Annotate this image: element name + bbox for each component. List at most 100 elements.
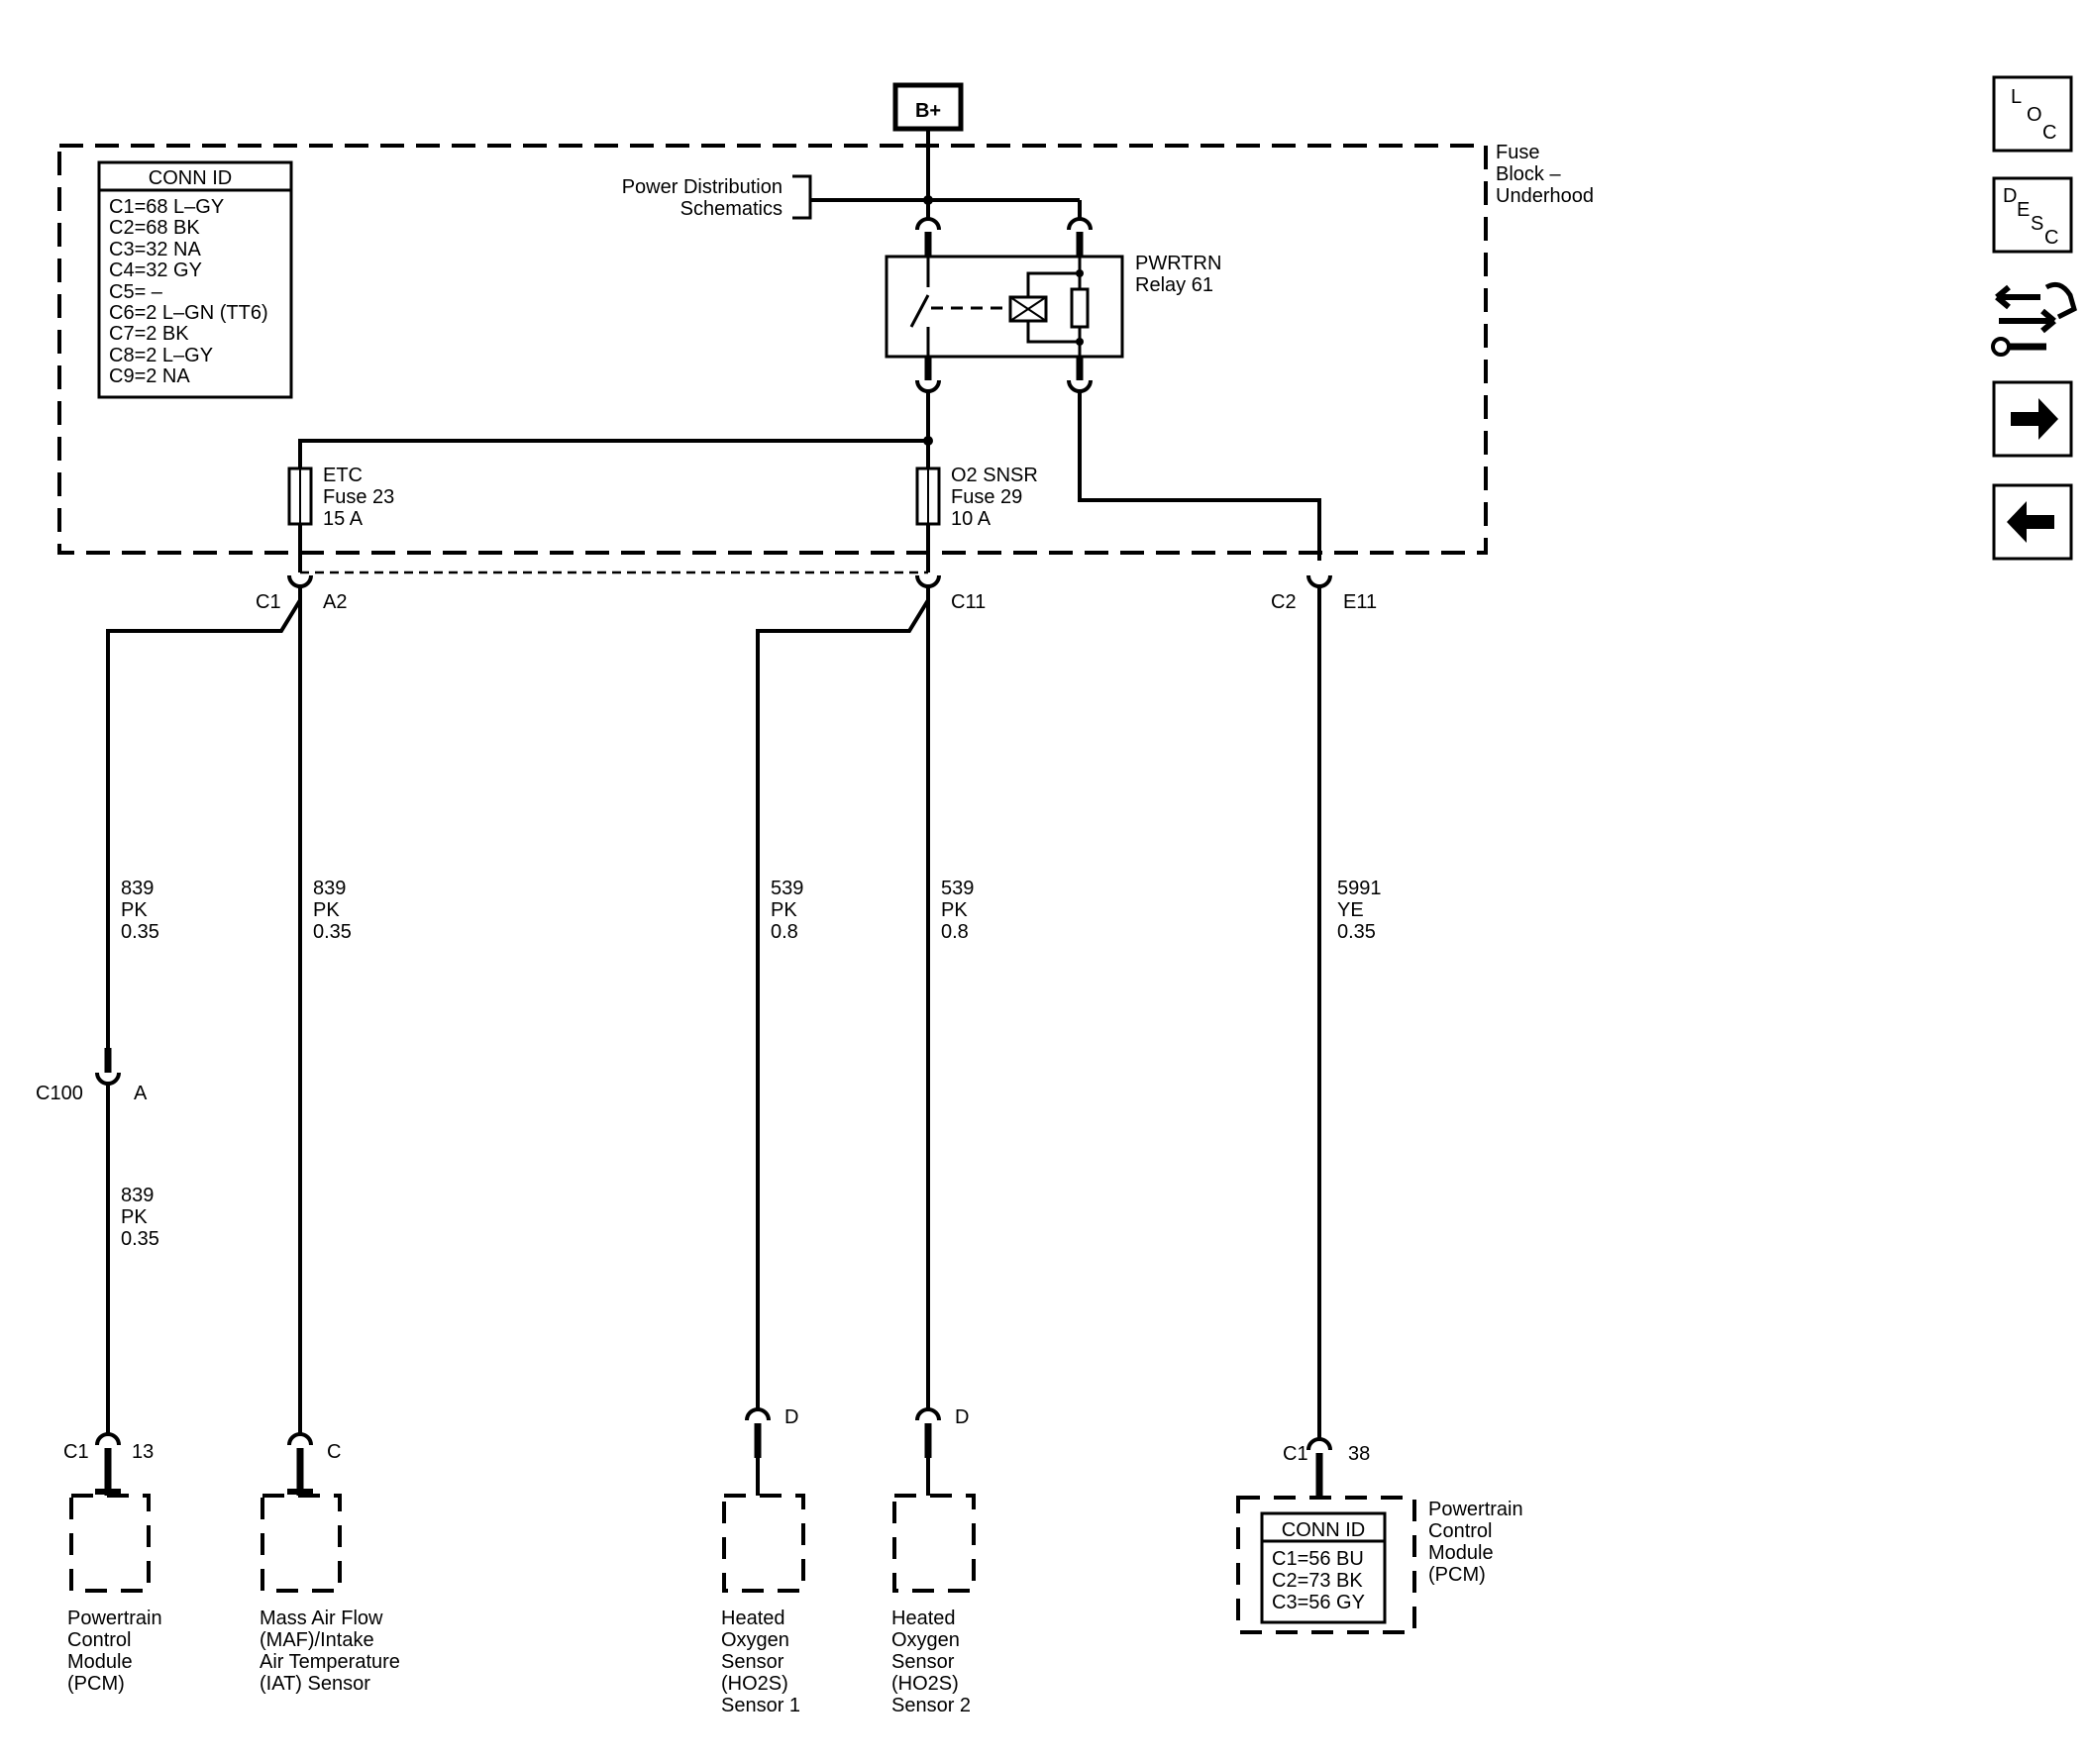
svg-text:S: S [2031, 213, 2043, 235]
battery-terminal: B+ [892, 82, 964, 132]
svg-text:PK: PK [121, 1206, 148, 1228]
conn-c11-label: C11 [951, 591, 986, 613]
svg-text:Control: Control [67, 1629, 131, 1651]
svg-text:D: D [2003, 185, 2017, 207]
relay-resistor-icon [1070, 287, 1090, 329]
ho2s1-pin: D [784, 1406, 798, 1428]
ho2s2-pin: D [955, 1406, 969, 1428]
svg-text:(HO2S): (HO2S) [721, 1673, 788, 1695]
connector-icon [1306, 574, 1332, 588]
connector-icon [745, 1407, 771, 1421]
svg-text:Underhood: Underhood [1496, 185, 1594, 207]
conn-row: C3=32 NA [109, 239, 201, 260]
connector-c100 [95, 1048, 121, 1434]
conn-c1-label: C1 [256, 591, 281, 613]
maf-sensor-component [261, 1432, 342, 1593]
conn-e11-label: E11 [1343, 591, 1377, 613]
svg-text:Sensor: Sensor [891, 1651, 955, 1673]
conn-row: C4=32 GY [109, 259, 202, 281]
pwrtrn-relay [885, 255, 1124, 359]
connector-e11 [1306, 574, 1332, 1439]
wire-label-w1b: 839 PK 0.35 [121, 1185, 159, 1250]
wrench-hand-icon[interactable] [1991, 277, 2077, 361]
o2-fuse [915, 441, 941, 572]
svg-text:Fuse: Fuse [1496, 142, 1539, 163]
conn-row: C8=2 L–GY [109, 345, 213, 366]
svg-text:Air Temperature: Air Temperature [260, 1651, 400, 1673]
loc-button[interactable]: L O C [1992, 75, 2073, 153]
ho2s1-component [722, 1407, 805, 1593]
conn-row: C6=2 L–GN (TT6) [109, 302, 268, 324]
relay-terminal-icon [915, 217, 941, 231]
svg-text:0.35: 0.35 [121, 921, 159, 943]
connector-icon [95, 1432, 121, 1446]
svg-text:Sensor 2: Sensor 2 [891, 1695, 971, 1716]
svg-text:5991: 5991 [1337, 878, 1382, 899]
connector-icon [915, 1407, 941, 1421]
conn-c100-pin: A [134, 1083, 148, 1104]
svg-text:O: O [2027, 104, 2042, 126]
connector-icon [95, 1072, 121, 1086]
conn-c2-label: C2 [1271, 591, 1297, 613]
conn-c100-label: C100 [36, 1083, 83, 1104]
svg-text:(HO2S): (HO2S) [891, 1673, 959, 1695]
svg-text:PK: PK [121, 899, 148, 921]
arrow-left-button[interactable] [1992, 483, 2073, 561]
svg-text:C: C [2042, 122, 2056, 144]
svg-text:(PCM): (PCM) [67, 1673, 125, 1695]
conn-row: C5= – [109, 281, 163, 303]
connector-icon [1306, 1437, 1332, 1451]
svg-text:(IAT) Sensor: (IAT) Sensor [260, 1673, 370, 1695]
conn-id-header: CONN ID [149, 167, 232, 189]
pcm-conn-row: C1=56 BU [1272, 1548, 1364, 1570]
svg-text:PK: PK [771, 899, 797, 921]
conn-row: C9=2 NA [109, 365, 190, 387]
svg-text:0.35: 0.35 [121, 1228, 159, 1250]
connector-c11 [756, 574, 941, 1409]
svg-text:Power Distribution: Power Distribution [622, 176, 783, 198]
pcm-left-pin: 13 [132, 1441, 154, 1463]
svg-text:15 A: 15 A [323, 508, 364, 530]
pcm-left-name: Powertrain Control Module (PCM) [67, 1608, 162, 1695]
svg-text:0.35: 0.35 [1337, 921, 1376, 943]
svg-text:PK: PK [313, 899, 340, 921]
svg-text:Oxygen: Oxygen [891, 1629, 960, 1651]
fuse-block-label: Fuse Block – Underhood [1496, 142, 1594, 207]
pcm-conn-row: C3=56 GY [1272, 1592, 1365, 1613]
svg-text:Sensor: Sensor [721, 1651, 784, 1673]
pcm-right-conn: C1 [1283, 1443, 1308, 1465]
connector-a2 [106, 574, 313, 1434]
svg-text:Schematics: Schematics [680, 198, 783, 220]
wire-label-w2: 839 PK 0.35 [313, 878, 352, 943]
svg-text:839: 839 [121, 878, 154, 899]
wire-label-w3: 539 PK 0.8 [771, 878, 803, 943]
svg-text:PWRTRN: PWRTRN [1135, 253, 1221, 274]
desc-button[interactable]: D E S C [1992, 176, 2073, 254]
wire-label-w4: 539 PK 0.8 [941, 878, 974, 943]
svg-text:Sensor 1: Sensor 1 [721, 1695, 800, 1716]
pcm-right-pin: 38 [1348, 1443, 1370, 1465]
connector-icon [287, 1432, 313, 1446]
svg-text:Mass Air Flow: Mass Air Flow [260, 1608, 383, 1629]
o2-fuse-label: O2 SNSR Fuse 29 10 A [951, 465, 1038, 530]
svg-text:E: E [2017, 199, 2030, 221]
svg-text:Relay 61: Relay 61 [1135, 274, 1213, 296]
svg-text:Oxygen: Oxygen [721, 1629, 789, 1651]
pcm-conn-row: C2=73 BK [1272, 1570, 1363, 1592]
pcm-left-conn: C1 [63, 1441, 89, 1463]
conn-row: C2=68 BK [109, 217, 200, 239]
svg-text:(MAF)/Intake: (MAF)/Intake [260, 1629, 374, 1651]
relay-label: PWRTRN Relay 61 [1135, 253, 1221, 296]
arrow-right-button[interactable] [1992, 380, 2073, 458]
relay-terminal-icon [915, 379, 941, 393]
power-distribution-reference: Power Distribution Schematics [622, 174, 1080, 220]
svg-text:PK: PK [941, 899, 968, 921]
svg-text:O2 SNSR: O2 SNSR [951, 465, 1038, 486]
connector-icon [915, 574, 941, 588]
arrow-left-icon [2007, 501, 2054, 543]
ho2s2-name: Heated Oxygen Sensor (HO2S) Sensor 2 [891, 1608, 971, 1716]
wire-label-w5: 5991 YE 0.35 [1337, 878, 1382, 943]
svg-text:839: 839 [313, 878, 346, 899]
pcm-conn-id-table [1260, 1511, 1387, 1624]
arrow-right-icon [2011, 398, 2058, 440]
